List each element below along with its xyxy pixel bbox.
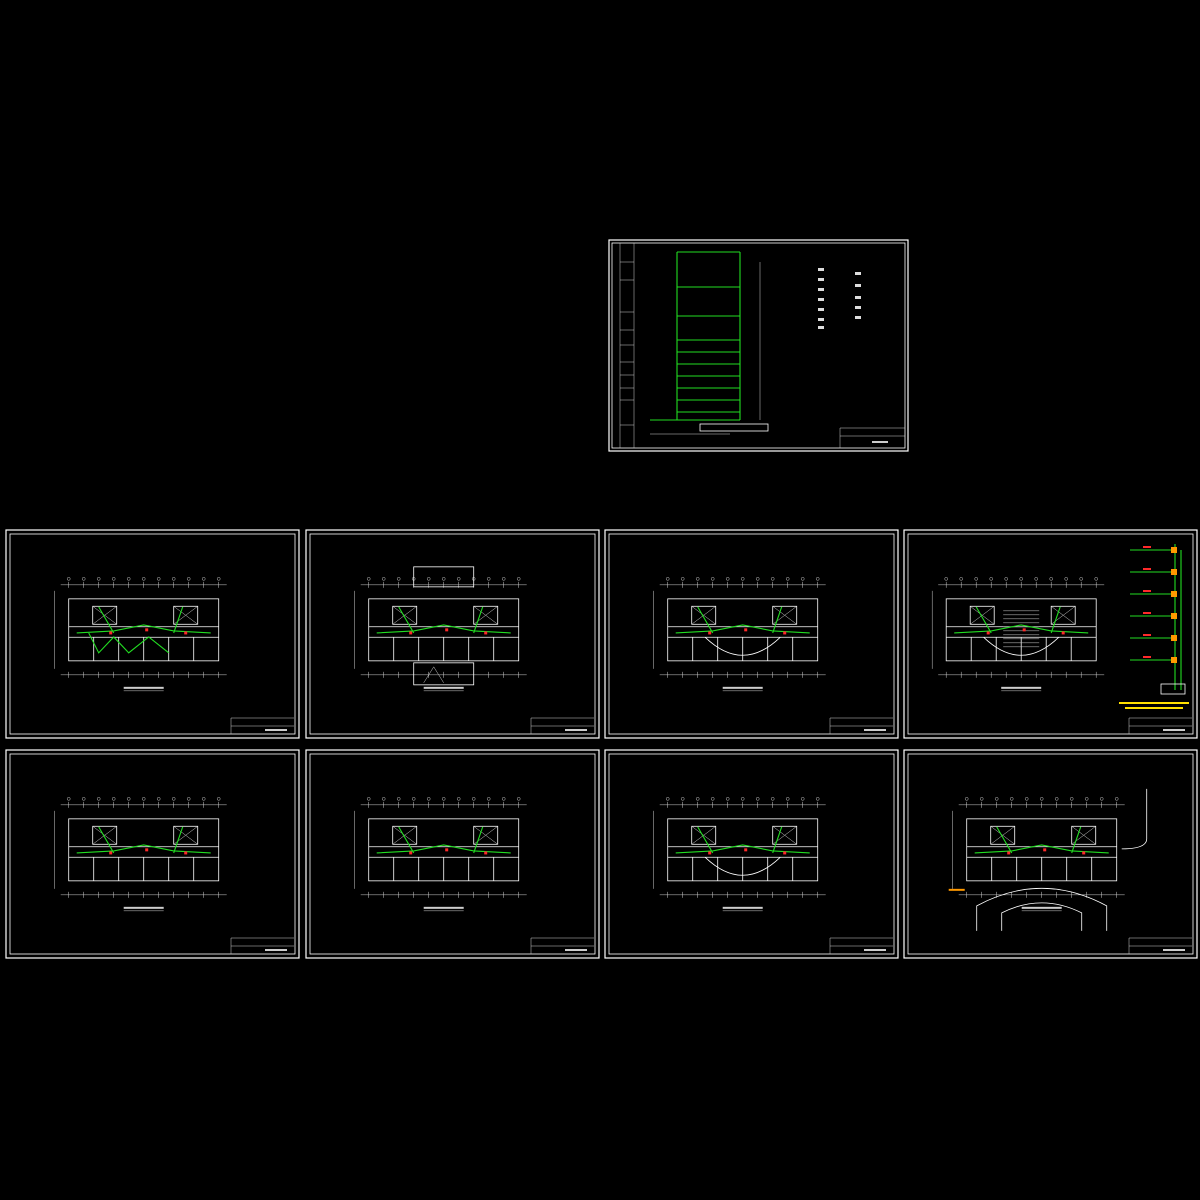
sheet-floor-plan-7[interactable] [604,749,899,959]
riser-left-column-cells [620,261,634,426]
equipment-marks [409,848,488,855]
wiring-route [76,826,211,854]
building-plan [54,797,227,898]
sheet-floor-plan-6[interactable] [305,749,600,959]
sheet-floor-plan-4[interactable] [903,529,1198,739]
sheet-floor-plan-3[interactable] [604,529,899,739]
title-block [230,937,294,954]
equipment-marks [708,628,787,635]
sheet-floor-plan-2[interactable] [305,529,600,739]
wiring-route [675,826,810,854]
title-block [829,937,893,954]
equipment-marks [986,628,1065,635]
building-plan [354,566,527,686]
drawing-title [722,686,763,692]
equipment-marks [109,628,188,635]
side-riser [1119,544,1189,709]
title-block [530,937,594,954]
building-plan [54,577,227,678]
drawing-title [1021,906,1062,912]
building-plan [653,577,826,678]
title-block [230,717,294,734]
equipment-marks [1007,848,1086,855]
equipment-marks [708,848,787,855]
building-plan [653,797,826,898]
building-plan [931,577,1105,678]
drawing-title [123,686,164,692]
riser-legend [818,268,861,329]
drawing-title [1001,686,1042,692]
sheet-riser-diagram[interactable] [608,239,909,452]
drawing-title [722,906,763,912]
drawing-title [423,686,464,692]
wiring-route [675,606,810,634]
title-block [1128,717,1192,734]
title-block [1128,937,1192,954]
equipment-marks [409,628,488,635]
wiring-route [376,826,511,854]
building-plan [354,797,527,898]
equipment-marks [109,848,188,855]
title-block [530,717,594,734]
riser-title-block [839,427,905,448]
building-plan [952,788,1148,931]
drawing-title [423,906,464,912]
sheet-floor-plan-5[interactable] [5,749,300,959]
wiring-route [974,826,1109,854]
floor-plan-sheets [5,529,1198,959]
sheet-floor-plan-8[interactable] [903,749,1198,959]
riser-trunk [650,251,741,421]
sheet-floor-plan-1[interactable] [5,529,300,739]
wiring-route [376,606,511,634]
title-block [829,717,893,734]
drawing-title [123,906,164,912]
